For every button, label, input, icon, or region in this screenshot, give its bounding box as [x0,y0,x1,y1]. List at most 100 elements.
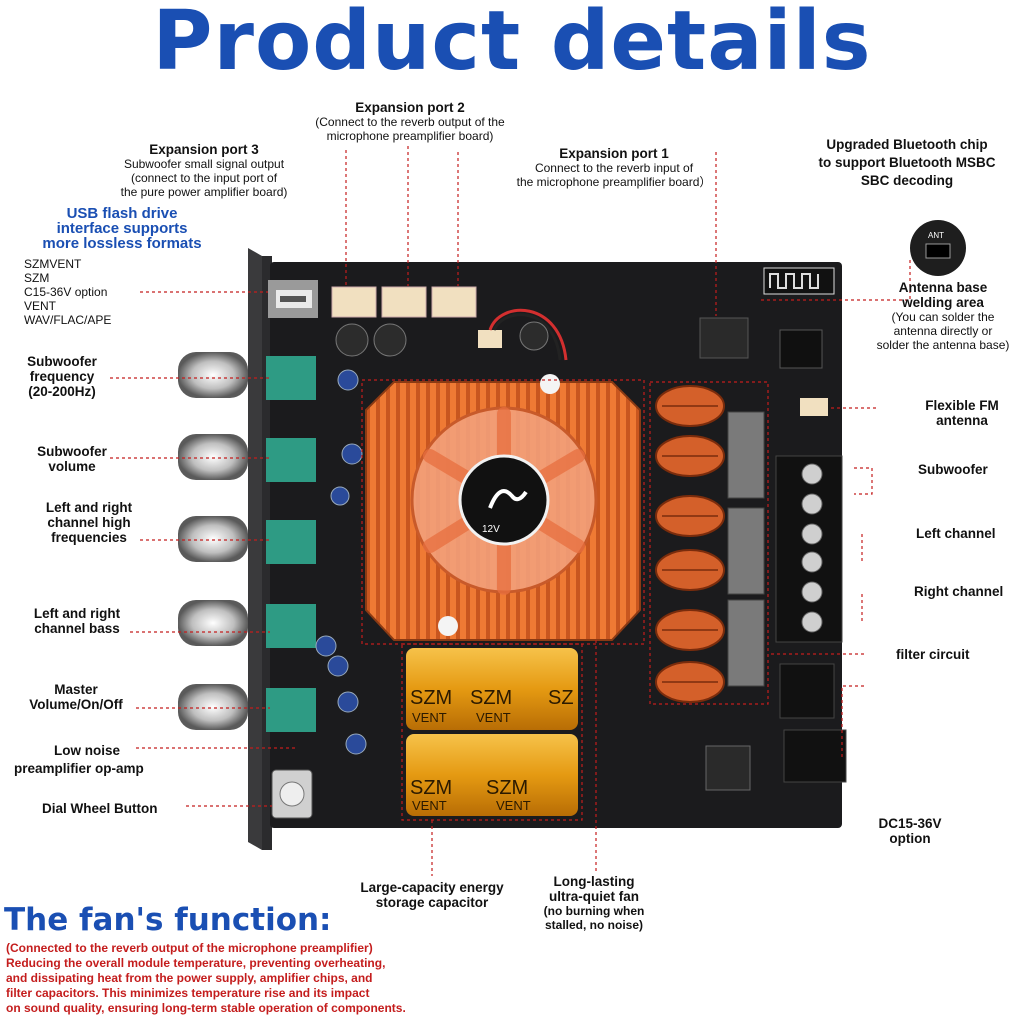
dial-wheel-label: Dial Wheel Button [42,801,158,816]
high-frequencies-line-2: channel high [47,515,131,530]
subwoofer-volume-line-2: volume [48,459,96,474]
usb-format-2: C15-36V option [24,285,108,299]
capacitor-text-9: VENT [496,798,531,813]
op-amp-caps [315,369,367,755]
bluetooth-line-3: SBC decoding [860,173,954,188]
bluetooth-line-1: Upgraded Bluetooth chip [826,137,988,152]
bluetooth-chip [699,317,749,359]
master-volume-line-1: Master [54,682,98,697]
knob-master-volume[interactable] [178,684,316,732]
fan-label: 12V [482,524,500,535]
usb-port [268,280,318,318]
expansion-port-2-label: Expansion port 2 (Connect to the reverb … [280,100,540,143]
usb-format-list: SZMVENT SZM C15-36V option VENT WAV/FLAC… [24,257,111,327]
capacitor-label: Large-capacity energy storage capacitor [334,880,530,910]
fan-line-2: ultra-quiet fan [549,889,639,904]
capacitor-line-1: Large-capacity energy [360,880,504,895]
low-noise-line-2: preamplifier op-amp [14,761,144,776]
expansion-port-1-label: Expansion port 1 Connect to the reverb i… [484,146,744,189]
subwoofer-frequency-label: Subwoofer frequency (20-200Hz) [6,354,118,399]
antenna-base-desc-3: solder the antenna base) [876,338,1010,352]
high-frequencies-label: Left and right channel high frequencies [24,500,154,545]
knob-high-frequencies[interactable] [178,516,316,564]
fan-label-block: Long-lasting ultra-quiet fan (no burning… [524,874,664,932]
master-volume-label: Master Volume/On/Off [10,682,142,712]
subwoofer-output-label: Subwoofer [918,462,988,477]
usb-heading: USB flash drive interface supports more … [6,206,238,251]
expansion-port-1-desc-1: Connect to the reverb input of [534,161,694,175]
capacitor-text-7: SZM [486,777,528,799]
expansion-port-3-title: Expansion port 3 [149,142,259,157]
subwoofer-volume-label: Subwoofer volume [14,444,130,474]
dc-option-line-1: DC15-36V [878,816,942,831]
antenna-base-title-1: Antenna base [898,280,988,295]
master-volume-line-2: Volume/On/Off [29,697,123,712]
high-frequencies-line-3: frequencies [51,530,127,545]
storage-capacitors: SZM SZM SZ VENT VENT SZM SZM VENT VENT [406,648,578,816]
usb-heading-1: USB flash drive [66,205,178,222]
fm-antenna-line-1: Flexible FM [925,398,999,413]
fm-antenna-connector [800,398,828,416]
expansion-port-3-label: Expansion port 3 Subwoofer small signal … [92,142,316,199]
knob-subwoofer-frequency[interactable] [178,352,316,400]
subwoofer-frequency-line-2: frequency [29,369,95,384]
fan-function-line-1: Reducing the overall module temperature,… [6,956,386,970]
dc-option-label: DC15-36V option [862,816,958,846]
expansion-port-2-title: Expansion port 2 [355,100,465,115]
capacitor-text-2: SZM [470,687,512,709]
fan-function-line-4: on sound quality, ensuring long-term sta… [6,1001,406,1015]
expansion-port-3-desc-2: (connect to the input port of [130,171,278,185]
expansion-port-3-desc-1: Subwoofer small signal output [123,157,285,171]
capacitor-line-2: storage capacitor [375,895,489,910]
leader-lines [110,146,911,876]
fm-antenna-label: Flexible FM antenna [900,398,1024,428]
fan-line-3: (no burning when [543,904,645,918]
capacitor-text-5: VENT [476,710,511,725]
antenna-icon: ANT [910,220,966,276]
small-caps-top [335,321,549,357]
dc-power-jack [705,663,847,791]
expansion-port-3-desc-3: the pure power amplifier board) [120,185,288,199]
dc-option-line-2: option [889,831,931,846]
filter-circuit-label: filter circuit [896,647,970,662]
capacitor-text-6: SZM [410,777,452,799]
expansion-port-1-title: Expansion port 1 [559,146,669,161]
subwoofer-frequency-line-3: (20-200Hz) [28,384,96,399]
speaker-terminal-block [775,455,843,643]
bluetooth-line-2: to support Bluetooth MSBC [818,155,996,170]
dial-wheel-button[interactable] [271,769,313,819]
bluetooth-antenna-trace [763,267,835,295]
antenna-base-title-2: welding area [902,295,984,310]
fan-function-line-0: (Connected to the reverb output of the m… [6,941,373,955]
antenna-base-desc-2: antenna directly or [893,324,993,338]
usb-format-3: VENT [24,299,57,313]
fan-line-1: Long-lasting [553,874,635,889]
fan-function-text: (Connected to the reverb output of the m… [6,941,456,1016]
antenna-base-label: Antenna base welding area (You can solde… [862,280,1024,352]
usb-format-1: SZM [24,271,50,285]
subwoofer-volume-line-1: Subwoofer [37,444,107,459]
fan-line-4: stalled, no noise) [544,918,643,932]
usb-format-0: SZMVENT [24,257,82,271]
usb-format-4: WAV/FLAC/APE [24,313,112,327]
filter-inductors [655,385,765,703]
usb-heading-2: interface supports [56,220,188,237]
page-title: Product details [152,0,872,89]
expansion-ports [331,286,568,361]
subwoofer-frequency-line-1: Subwoofer [27,354,97,369]
antenna-icon-label: ANT [928,231,944,240]
bass-line-2: channel bass [34,621,120,636]
bluetooth-label: Upgraded Bluetooth chip to support Bluet… [792,136,1022,190]
bass-line-1: Left and right [33,606,121,621]
low-noise-label: Low noise [54,743,120,758]
capacitor-text-3: SZ [548,687,574,709]
high-frequencies-line-1: Left and right [45,500,133,515]
knob-subwoofer-volume[interactable] [178,434,316,482]
capacitor-text-1: SZM [410,687,452,709]
right-channel-label: Right channel [914,584,1004,599]
expansion-port-2-desc-2: microphone preamplifier board) [326,129,494,143]
knob-bass[interactable] [178,600,316,648]
cooling-fan: 12V [410,406,598,595]
usb-heading-3: more lossless formats [42,235,202,252]
